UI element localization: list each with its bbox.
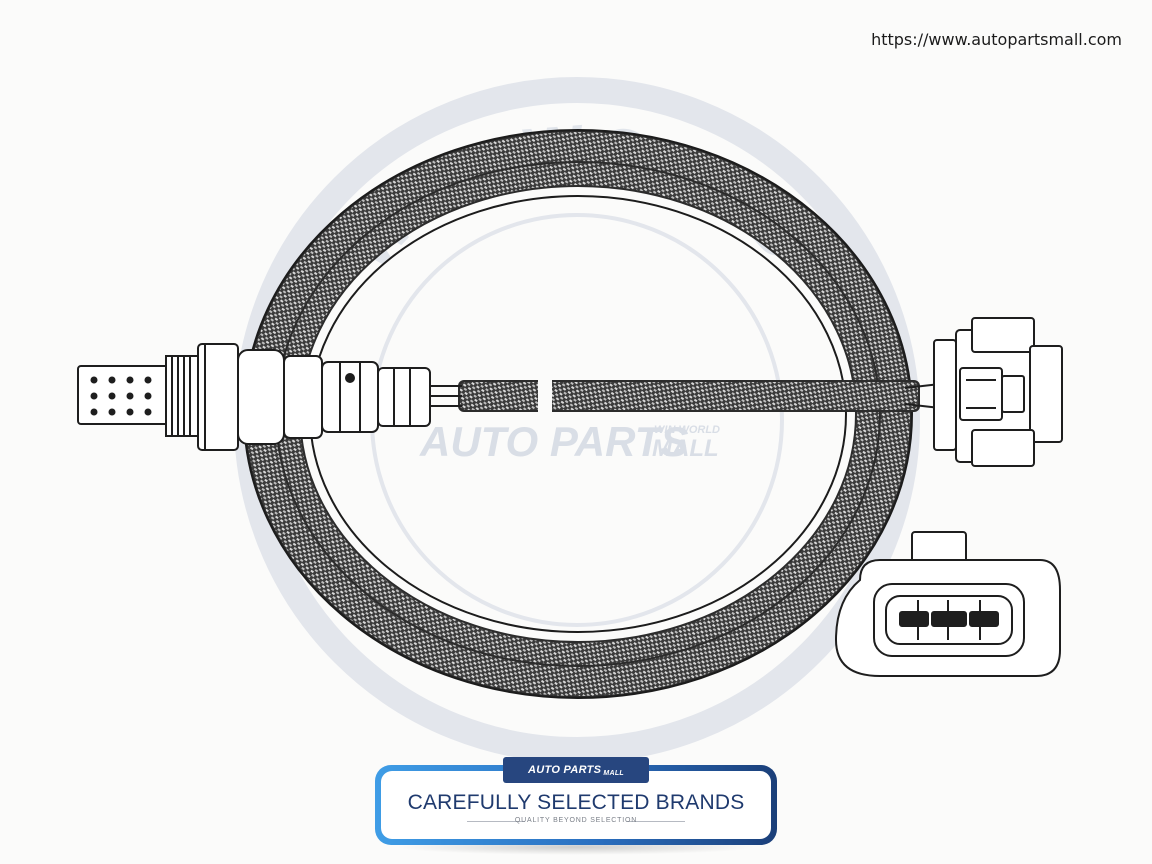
watermark-brand-top: WIN WORLD [654,424,720,436]
badge-logo-text: AUTO PARTS [528,764,602,776]
sensor-probe [77,343,431,451]
watermark-brand-bottom: MALL [652,435,719,462]
connector-front-view [834,531,1061,677]
website-url: https://www.autopartsmall.com [871,30,1122,49]
badge-title: CAREFULLY SELECTED BRANDS [407,791,745,814]
badge-subtitle: QUALITY BEYOND SELECTION [514,817,638,824]
watermark-brand: AUTO PARTS [419,418,688,465]
cable-straight [430,378,941,414]
badge-divider-right [627,821,685,822]
brand-badge: AUTO PARTS MALL CAREFULLY SELECTED BRAND… [375,757,777,855]
badge-logo: AUTO PARTS MALL [503,757,649,783]
badge-divider-left [467,821,525,822]
badge-logo-small: MALL [603,770,624,777]
connector-side-view [933,317,1063,467]
